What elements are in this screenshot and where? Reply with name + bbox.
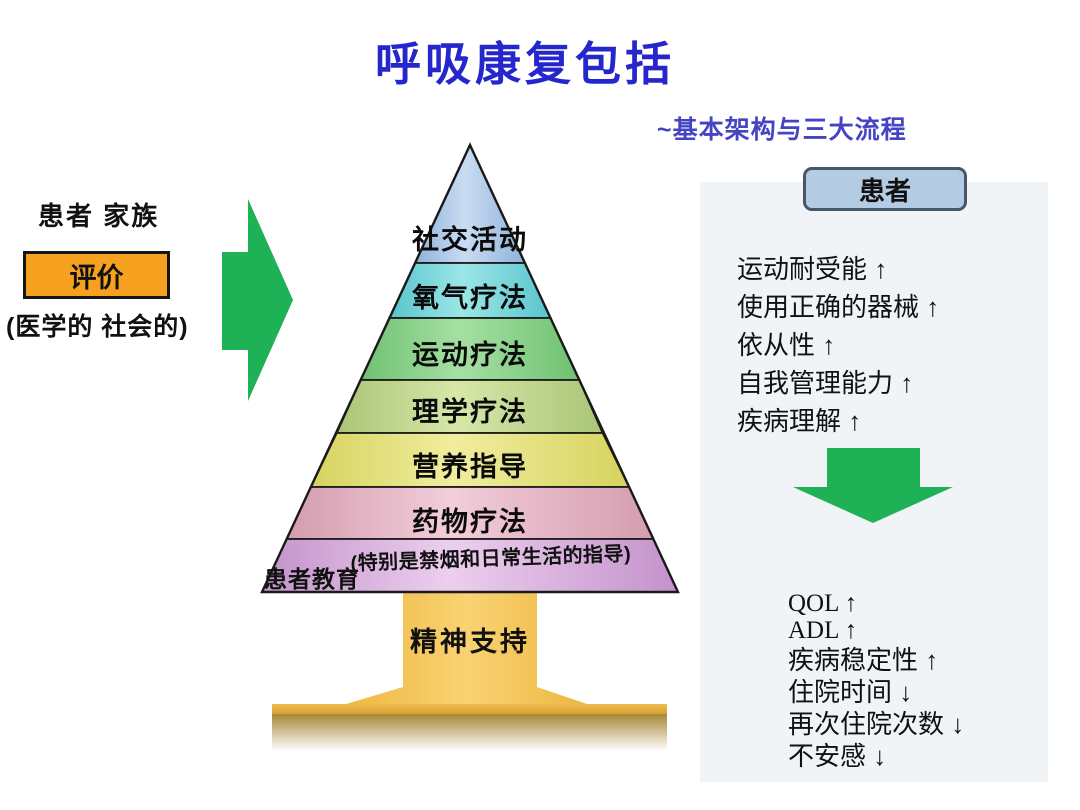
outcome-disease-stability: 疾病稳定性 ↑ bbox=[788, 645, 939, 675]
pyramid-label-nutrition-guidance: 营养指导 bbox=[412, 452, 528, 482]
evaluation-box: 评价 bbox=[23, 251, 170, 299]
pyramid-label-physical-therapy: 理学疗法 bbox=[412, 397, 528, 427]
outcome-compliance: 依从性 ↑ bbox=[737, 330, 836, 360]
patient-family-label: 患者 家族 bbox=[38, 201, 160, 231]
outcome-hospital-stay: 住院时间 ↓ bbox=[788, 677, 913, 707]
outcome-exercise-tolerance: 运动耐受能 ↑ bbox=[737, 254, 888, 284]
ground-shadow-shape bbox=[272, 714, 667, 751]
slide-title: 呼吸康复包括 bbox=[375, 38, 675, 90]
medical-social-label: (医学的 社会的) bbox=[6, 313, 189, 341]
slide-subtitle: ~基本架构与三大流程 bbox=[657, 116, 907, 144]
pyramid-label-drug-therapy: 药物疗法 bbox=[412, 507, 528, 537]
pyramid-label-social-activity: 社交活动 bbox=[412, 225, 528, 255]
flow-arrow-down-icon bbox=[793, 448, 953, 523]
ground-bar-shape bbox=[272, 704, 667, 714]
evaluation-label: 评价 bbox=[69, 262, 124, 293]
outcome-readmission-count: 再次住院次数 ↓ bbox=[788, 709, 965, 739]
pyramid-outline bbox=[260, 142, 680, 594]
outcome-disease-understanding: 疾病理解 ↑ bbox=[737, 406, 862, 436]
primary-outcomes-list: 运动耐受能 ↑ 使用正确的器械 ↑ 依从性 ↑ 自我管理能力 ↑ 疾病理解 ↑ bbox=[737, 250, 939, 440]
outcome-correct-device-use: 使用正确的器械 ↑ bbox=[737, 292, 940, 322]
outcome-qol: QOL ↑ bbox=[788, 590, 858, 617]
patient-box-label: 患者 bbox=[858, 175, 911, 206]
flow-arrow-right-icon bbox=[222, 199, 293, 401]
secondary-outcomes-list: QOL ↑ ADL ↑ 疾病稳定性 ↑ 住院时间 ↓ 再次住院次数 ↓ 不安感 … bbox=[788, 590, 964, 772]
outcome-adl: ADL ↑ bbox=[788, 617, 858, 644]
outcome-self-management: 自我管理能力 ↑ bbox=[737, 368, 914, 398]
pyramid-label-exercise-therapy: 运动疗法 bbox=[412, 340, 528, 370]
trunk-label-mental-support: 精神支持 bbox=[410, 627, 530, 657]
patient-box: 患者 bbox=[803, 167, 967, 211]
pyramid-label-oxygen-therapy: 氧气疗法 bbox=[412, 283, 528, 313]
outcome-anxiety: 不安感 ↓ bbox=[788, 741, 887, 771]
tree-trunk-shape bbox=[343, 592, 590, 705]
pyramid-label-patient-education: 患者教育 bbox=[264, 566, 360, 592]
